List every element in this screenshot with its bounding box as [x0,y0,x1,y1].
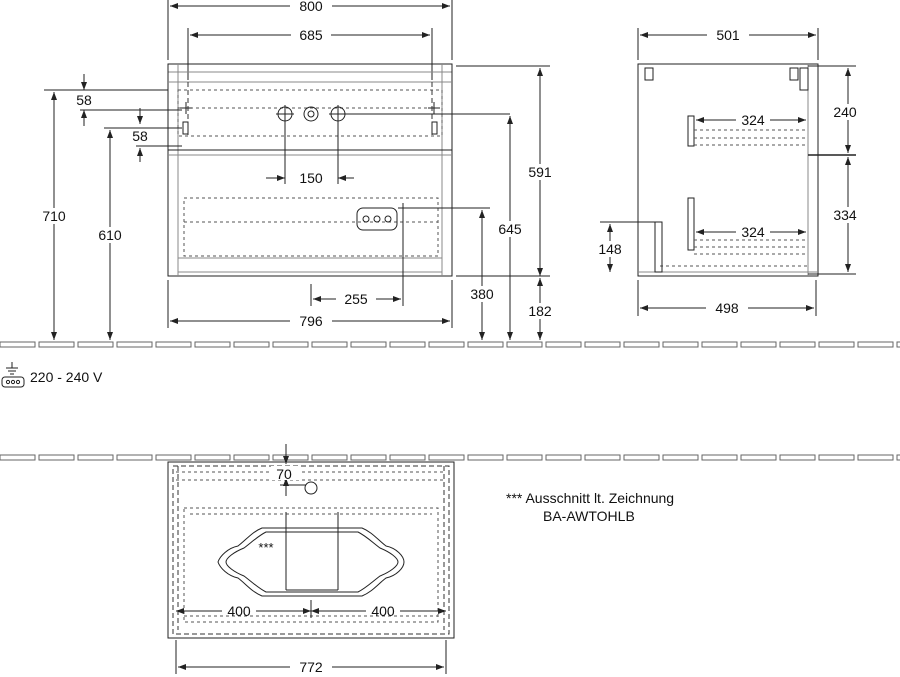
note-line-1: *** Ausschnitt lt. Zeichnung [506,490,674,506]
dim-710: 710 [42,208,66,224]
note-line-2: BA-AWTOHLB [543,508,635,524]
floor-segment [38,454,75,461]
floor-segment [545,454,582,461]
floor-line-upper [0,341,900,348]
floor-segment [155,341,192,348]
dim-800: 800 [299,0,323,14]
power-section: 220 - 240 V [1,362,103,388]
cutout-marker: *** [258,540,273,555]
floor-segment [740,454,777,461]
dim-150: 150 [299,170,323,186]
floor-segment [545,341,582,348]
dim-58-second: 58 [132,128,148,144]
socket-icon [1,362,25,388]
dim-240: 240 [833,104,857,120]
floor-segment [233,454,270,461]
floor-segment [311,341,348,348]
floor-segment [350,454,387,461]
cutout-note: *** Ausschnitt lt. Zeichnung BA-AWTOHLB [506,490,674,524]
floor-segment [389,454,426,461]
floor-segment [428,341,465,348]
floor-segment [818,341,855,348]
floor-segment [701,341,738,348]
floor-segment [272,454,309,461]
floor-segment [779,454,816,461]
floor-segment [233,341,270,348]
floor-segment [155,454,192,461]
floor-segment [38,341,75,348]
floor-segment [194,454,231,461]
floor-segment [389,341,426,348]
floor-segment [740,341,777,348]
dim-498: 498 [715,300,739,316]
floor-segment [0,341,36,348]
floor-segment [623,341,660,348]
floor-line-lower [0,454,900,461]
floor-segment [350,341,387,348]
floor-segment [506,454,543,461]
voltage-label: 220 - 240 V [30,369,103,385]
dim-70: 70 [276,466,292,482]
floor-segment [272,341,309,348]
dim-796: 796 [299,313,323,329]
dim-400-left: 400 [227,603,251,619]
dim-591: 591 [528,164,552,180]
dim-400-right: 400 [371,603,395,619]
dim-324-bottom: 324 [741,224,765,240]
dim-380: 380 [470,286,494,302]
floor-segment [818,454,855,461]
floor-segment [428,454,465,461]
side-view: 501 324 324 [596,27,866,316]
floor-segment [194,341,231,348]
floor-segment [623,454,660,461]
floor-segment [77,341,114,348]
floor-segment [779,341,816,348]
floor-segment [467,454,504,461]
dim-182: 182 [528,303,552,319]
floor-segment [311,454,348,461]
dim-685: 685 [299,27,323,43]
dim-610: 610 [98,227,122,243]
floor-segment [701,454,738,461]
floor-segment [584,454,621,461]
floor-segment [467,341,504,348]
dim-255: 255 [344,291,368,307]
floor-segment [896,341,900,348]
dim-148: 148 [598,241,622,257]
plan-view: *** 70 400 400 772 [167,444,455,675]
floor-segment [0,454,36,461]
floor-segment [506,341,543,348]
front-view: 800 685 [36,0,558,340]
floor-segment [584,341,621,348]
floor-segment [857,341,894,348]
dim-772: 772 [299,659,323,675]
dim-58-top: 58 [76,92,92,108]
dim-324-top: 324 [741,112,765,128]
dim-645: 645 [498,221,522,237]
floor-segment [77,454,114,461]
floor-segment [662,454,699,461]
floor-segment [116,341,153,348]
floor-segment [857,454,894,461]
floor-segment [662,341,699,348]
floor-segment [896,454,900,461]
floor-segment [116,454,153,461]
dim-501: 501 [716,27,740,43]
dim-334: 334 [833,207,857,223]
